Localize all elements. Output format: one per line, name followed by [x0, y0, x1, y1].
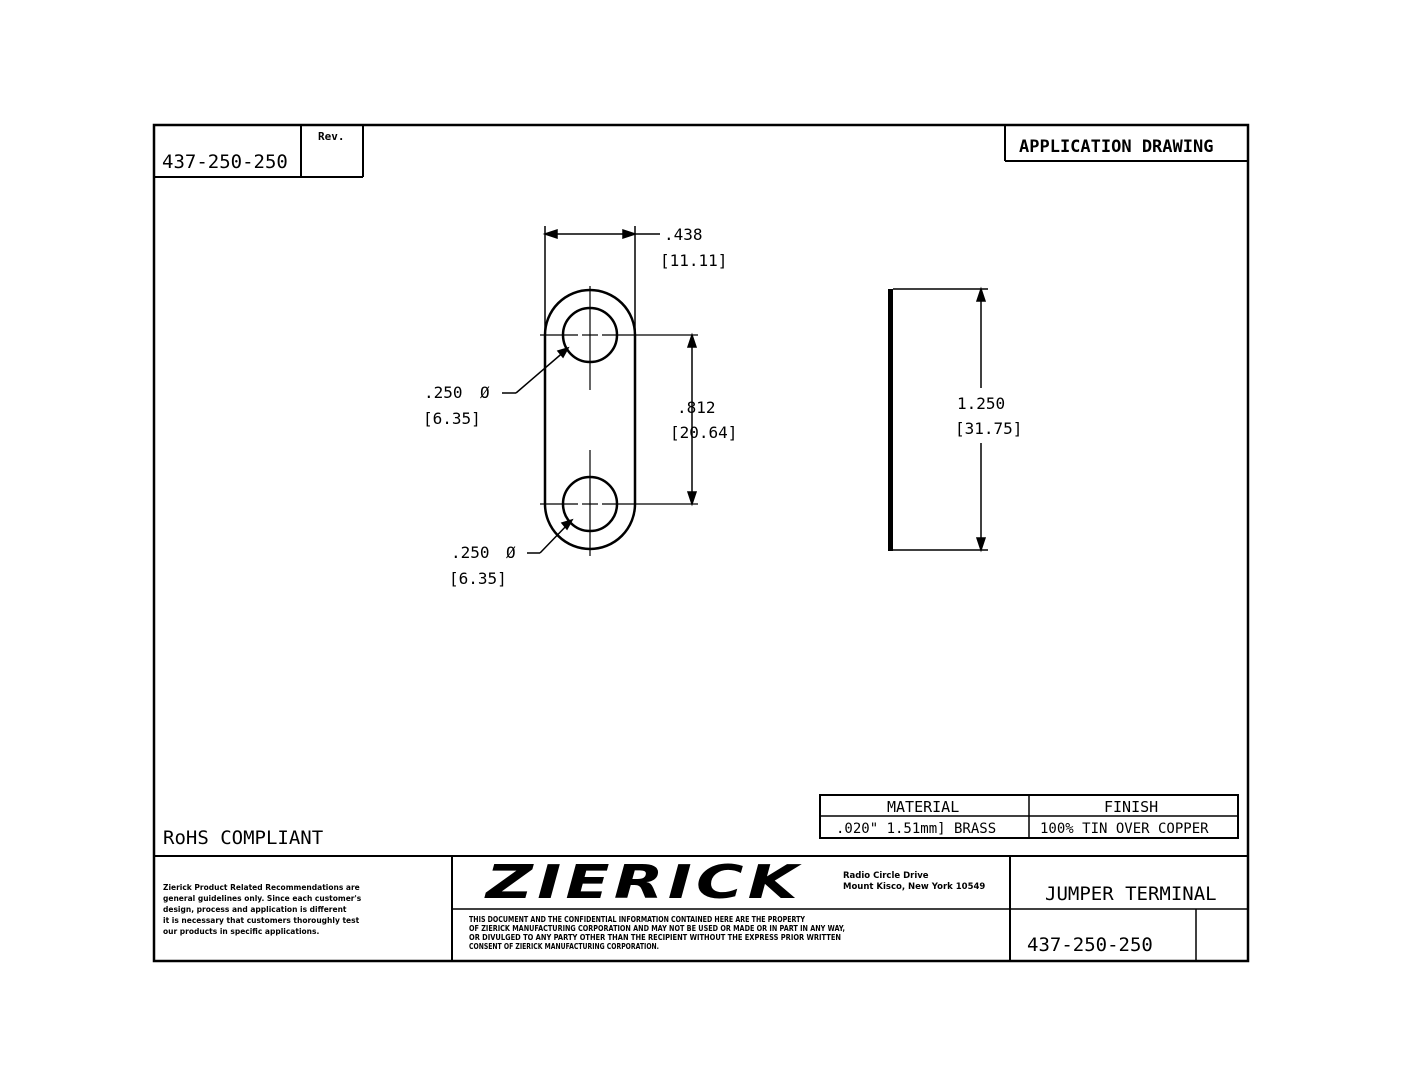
length-dim-in: 1.250 — [957, 394, 1005, 413]
proprietary-line: OF ZIERICK MANUFACTURING CORPORATION AND… — [469, 924, 845, 933]
top-hole-dia-in: .250 — [424, 383, 463, 402]
drawing-type-box: APPLICATION DRAWING — [1004, 125, 1248, 162]
top-hole-dia-symbol: Ø — [480, 383, 490, 402]
finish-value: 100% TIN OVER COPPER — [1040, 821, 1209, 837]
drawing-border — [152, 123, 1250, 963]
material-value: .020" 1.51mm] BRASS — [836, 821, 996, 837]
disclaimer-line: our products in specific applications. — [163, 927, 319, 936]
top-left-title-box: 437-250-250 Rev. — [154, 125, 364, 178]
proprietary-line: OR DIVULGED TO ANY PARTY OTHER THAN THE … — [469, 933, 841, 942]
zierick-logo: ZIERICK — [483, 855, 802, 909]
rohs-compliant-label: RoHS COMPLIANT — [163, 827, 323, 849]
disclaimer-line: it is necessary that customers thoroughl… — [163, 916, 360, 925]
rev-label: Rev. — [318, 130, 345, 143]
width-dim-mm: [11.11] — [660, 251, 727, 270]
center-lines — [540, 286, 698, 556]
part-number-bottom: 437-250-250 — [1027, 934, 1153, 956]
bottom-hole-dia-mm: [6.35] — [449, 569, 507, 588]
disclaimer-line: Zierick Product Related Recommendations … — [163, 883, 360, 892]
terminal-side-view: 1.250 [31.75] — [888, 286, 1022, 553]
hole-spacing-dim-mm: [20.64] — [670, 423, 737, 442]
bottom-hole-leader — [527, 518, 574, 554]
material-header: MATERIAL — [887, 798, 959, 816]
proprietary-line: THIS DOCUMENT AND THE CONFIDENTIAL INFOR… — [469, 915, 805, 924]
bottom-title-block — [154, 855, 1248, 961]
top-hole-leader — [502, 346, 570, 394]
part-name: JUMPER TERMINAL — [1045, 883, 1217, 905]
side-view-profile — [888, 289, 893, 551]
width-dim-in: .438 — [664, 225, 703, 244]
disclaimer-line: design, process and application is diffe… — [163, 905, 347, 914]
length-dimension — [893, 286, 988, 553]
width-dimension — [542, 226, 660, 330]
proprietary-notice: THIS DOCUMENT AND THE CONFIDENTIAL INFOR… — [469, 915, 845, 951]
address-line-1: Radio Circle Drive — [843, 871, 929, 881]
proprietary-line: CONSENT OF ZIERICK MANUFACTURING CORPORA… — [469, 942, 659, 951]
material-finish-table: MATERIAL FINISH .020" 1.51mm] BRASS 100%… — [819, 794, 1239, 839]
part-number-top: 437-250-250 — [162, 151, 288, 173]
drawing-type-label: APPLICATION DRAWING — [1019, 137, 1213, 157]
disclaimer-line: general guidelines only. Since each cust… — [163, 894, 362, 903]
bottom-hole-dia-in: .250 — [451, 543, 490, 562]
bottom-hole-dia-symbol: Ø — [506, 543, 516, 562]
terminal-front-view: .438 [11.11] .812 [20.64] .250 Ø [6.35] … — [423, 225, 737, 588]
finish-header: FINISH — [1104, 798, 1158, 816]
address-line-2: Mount Kisco, New York 10549 — [843, 882, 985, 892]
hole-spacing-dim-in: .812 — [677, 398, 716, 417]
top-hole-dia-mm: [6.35] — [423, 409, 481, 428]
hole-spacing-dimension — [686, 332, 698, 507]
length-dim-mm: [31.75] — [955, 419, 1022, 438]
disclaimer-text: Zierick Product Related Recommendations … — [163, 883, 362, 936]
